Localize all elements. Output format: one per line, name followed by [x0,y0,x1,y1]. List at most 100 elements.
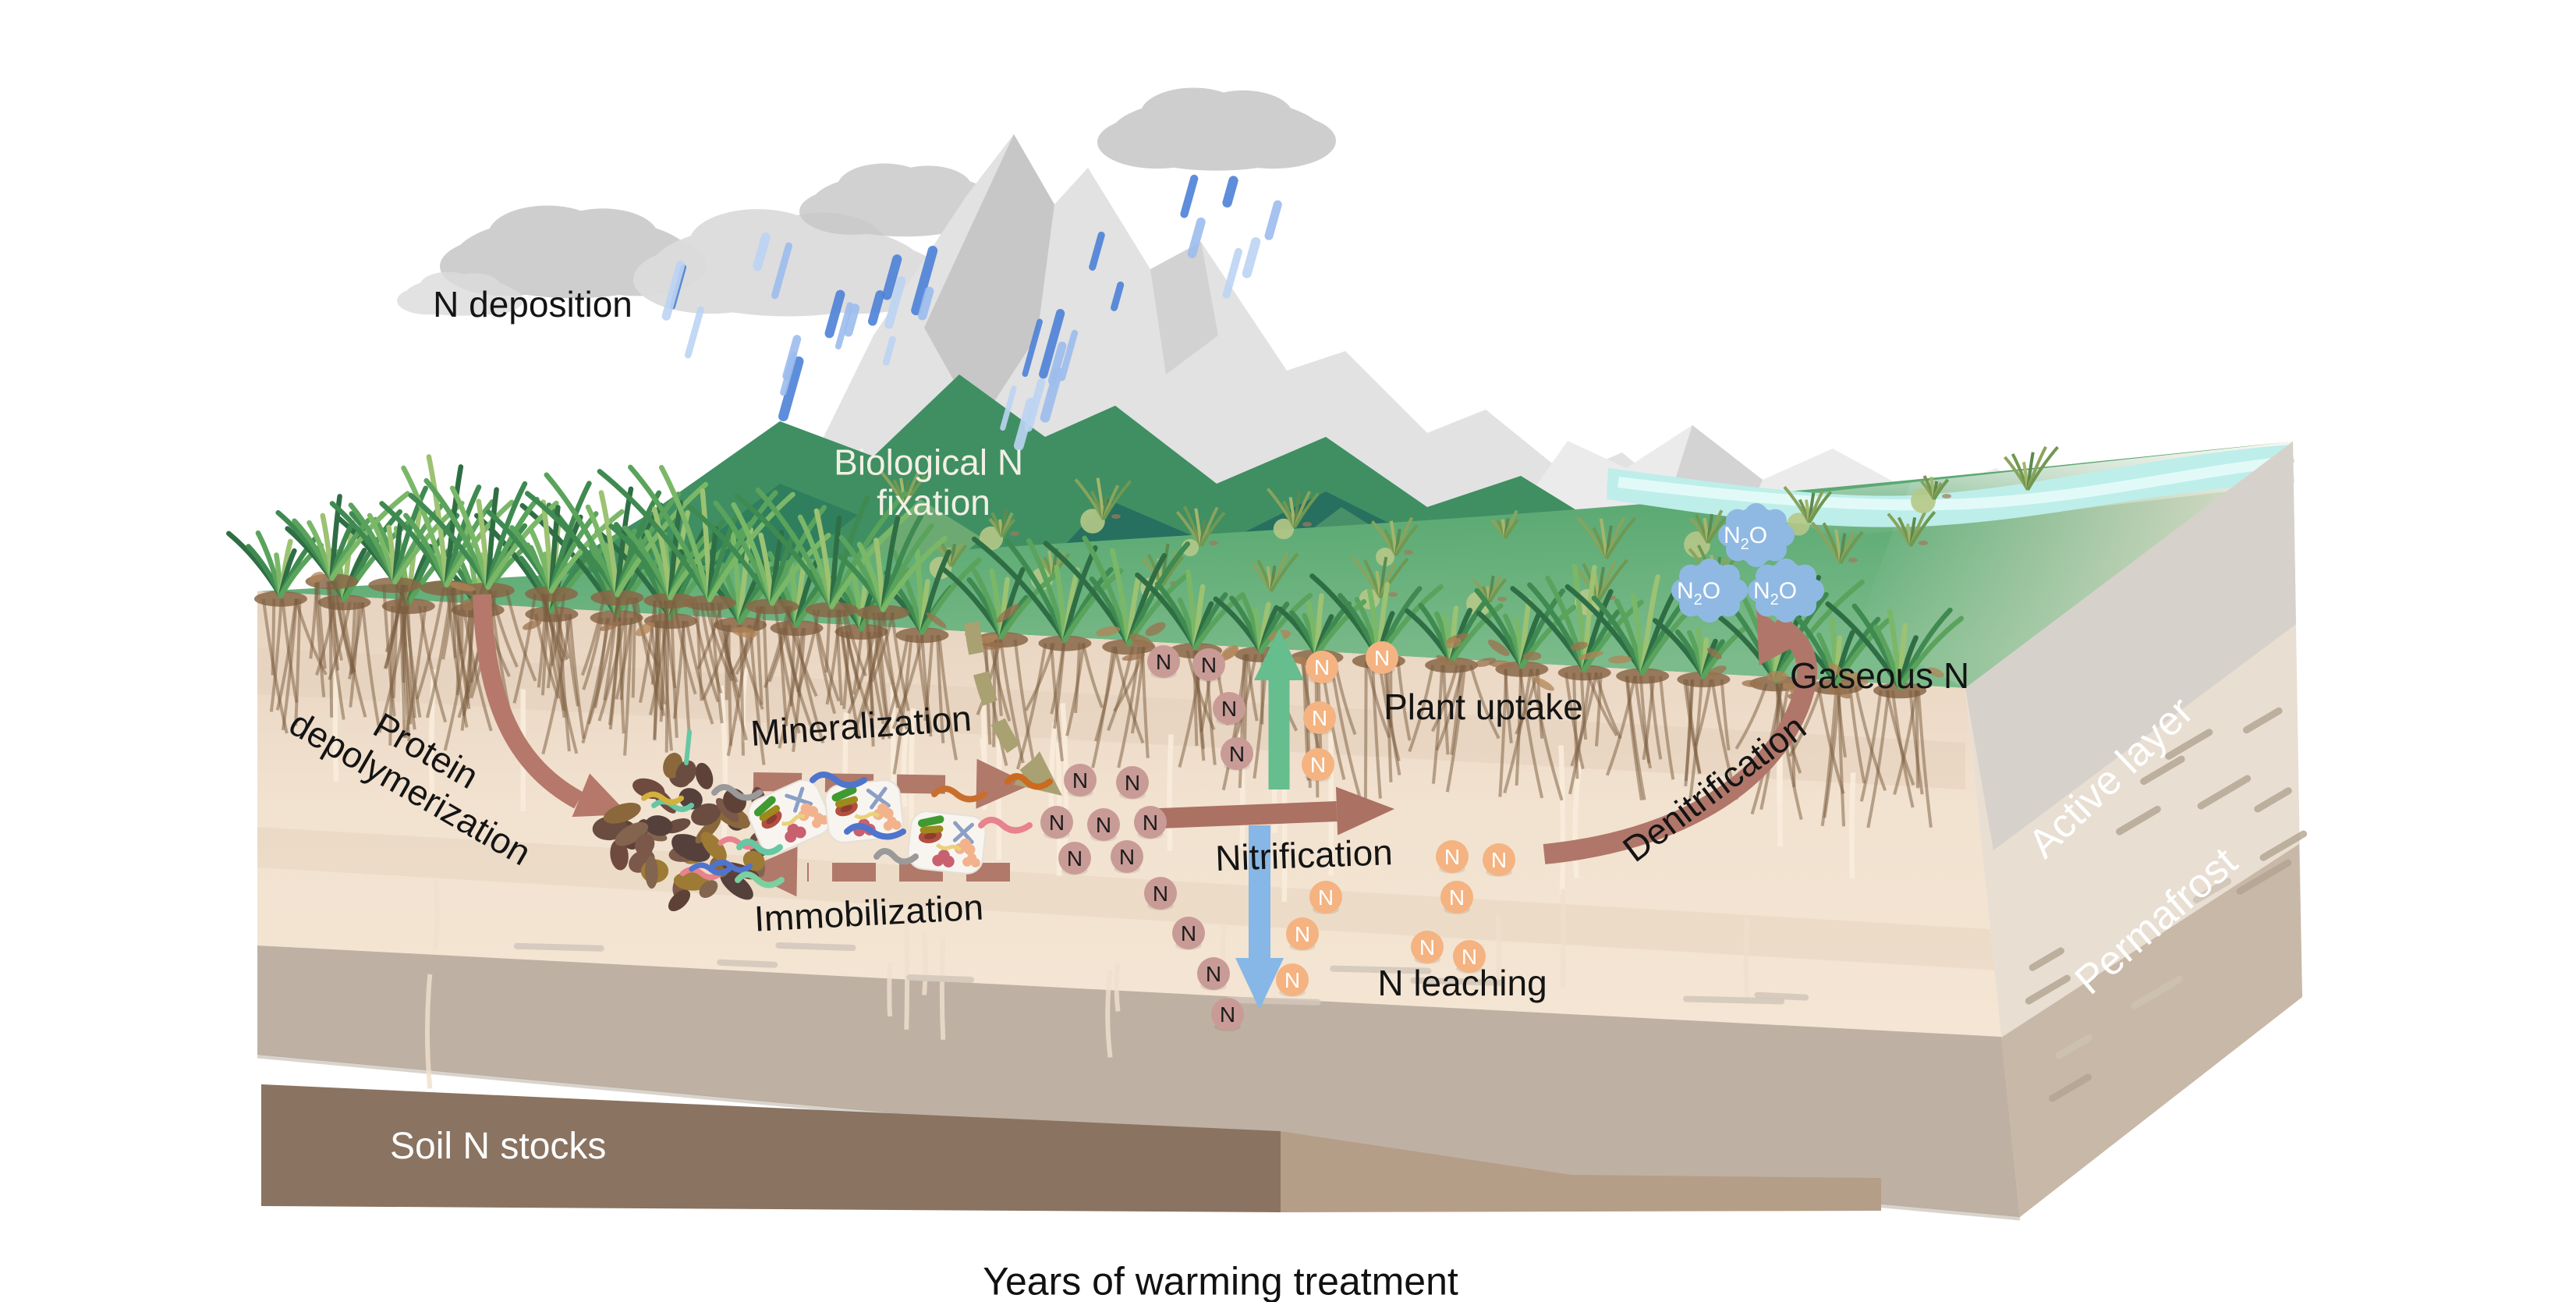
root-strand [703,602,734,682]
rain-streak [1222,176,1238,208]
leaf-litter-speck [1488,660,1515,669]
ammonium-molecule: N [1172,917,1205,950]
root-strand [314,581,326,697]
label-soil-n-stocks: Soil N stocks [390,1126,606,1167]
root-strand [773,606,801,734]
rain-streak [1039,309,1065,379]
side-face-dash [2029,947,2064,971]
grass-tuft [686,500,831,735]
organelle-x [785,786,813,813]
root-strand [401,584,413,725]
grass-blade [919,557,982,635]
litter-fragment [720,870,753,900]
root-strand [1221,654,1248,791]
grass-blade [1082,535,1132,647]
side-face-dash [2116,805,2161,835]
litter-speck [1919,541,1928,545]
litter-squiggle [641,791,685,805]
litter-fragment [645,815,673,836]
organelle-capsule-olive [919,825,944,834]
grass-blade [444,499,515,587]
grass-tuft [1825,601,1965,828]
root-strand [890,612,910,711]
root-strand [1685,679,1702,775]
root-strand [1442,665,1450,755]
side-face-dash [2192,878,2232,903]
rain-streak [1222,247,1242,299]
root-strand [1431,665,1444,784]
organelle-x [866,786,891,810]
arrowhead [1254,629,1304,680]
n2o-formula: N2O [1753,578,1797,608]
tussock [1175,506,1226,557]
exudate-squiggle [736,839,783,856]
root-strand [1823,686,1841,818]
rain-layer [661,174,1282,451]
tussock [2004,445,2059,491]
leaf-litter-speck [1445,637,1462,649]
soil-streak [1167,734,1174,851]
moss-clump [1911,488,1936,513]
root-strand [735,605,764,676]
grass-tuft [971,536,1124,770]
cloud [1097,87,1336,171]
soil-clump [1616,668,1670,684]
nitrate-molecule: N [1440,881,1473,914]
rain-streak [684,306,704,359]
soil-n-stocks-wedge-layer [261,1084,1881,1212]
root-strand [1518,669,1544,799]
root-strand [617,598,625,734]
soil-streak [428,669,437,804]
root-strand [872,612,891,740]
root-strand [881,634,910,740]
root-strand [843,609,867,677]
leaf-litter-speck [1578,651,1603,660]
litter-speck [1209,541,1218,545]
root-strand [1916,690,1933,828]
protein-depolymerization-arrow [473,594,583,809]
label-biological-n-fixation: Biological N fixation [834,442,1033,523]
rain-streak [661,261,686,321]
leaf-litter-speck [980,642,1005,650]
side-face-dash [2048,1073,2092,1102]
soil-streak [1558,745,1566,896]
litter-speck [1111,514,1121,519]
root-strand [384,584,404,669]
root-strand [1688,679,1703,800]
root-strand [1113,646,1145,744]
leaf-litter-speck [1533,677,1554,691]
leaf-litter-speck [1487,639,1510,656]
root-strand [1445,665,1467,793]
exudate-squiggle [873,848,919,865]
root-strand [1385,661,1393,782]
root-strand [1594,672,1622,740]
rain-streak [844,303,860,337]
root-strand [328,581,334,718]
soil-n-stocks-bar-tan [1281,1131,1881,1212]
ammonium-molecule-symbol: N [1221,697,1237,721]
label-gaseous-n: Gaseous N [1790,655,1969,696]
tussock [1074,477,1132,534]
sediment-dash [1683,995,1785,1005]
root-strand [691,602,720,703]
ammonium-molecule-symbol: N [1229,742,1245,766]
root-strand [1503,669,1532,794]
root-strand [316,581,327,669]
rain-streak [1242,236,1261,278]
litter-speck [1404,550,1413,555]
grass-blade [999,572,1058,640]
rain-streak [753,232,771,271]
ammonium-molecule-symbol: N [1153,882,1168,906]
leaf-litter-speck [448,582,476,591]
grass-tuft [734,488,917,706]
root-strand [1893,690,1919,795]
organelle-capsule-green [918,815,944,828]
leaf-litter-speck [978,634,998,644]
root-strand [825,609,842,705]
root-strand [937,635,958,761]
root-strand [999,639,1025,764]
root-strand [696,602,703,701]
cloud [440,205,707,299]
root-strand [762,606,771,735]
